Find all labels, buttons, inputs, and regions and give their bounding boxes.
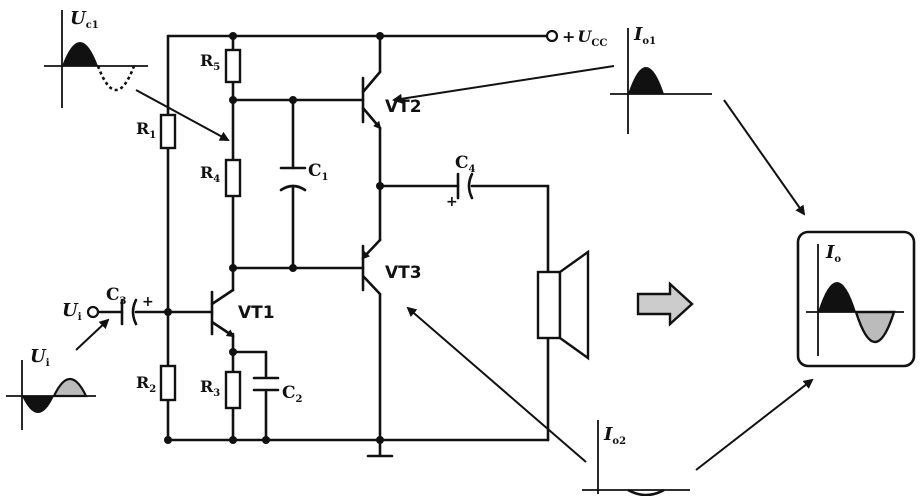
resistor-r3 bbox=[224, 370, 242, 410]
resistor-r1 bbox=[159, 113, 177, 150]
transistor-vt1 bbox=[210, 288, 235, 338]
waveform-uc1: Uc1 bbox=[44, 8, 148, 108]
label-c2: C2 bbox=[282, 383, 303, 405]
waveform-ui: Ui bbox=[6, 346, 96, 430]
block-arrow bbox=[636, 281, 694, 327]
svg-text:+: + bbox=[446, 194, 458, 210]
resistor-r2 bbox=[159, 364, 177, 402]
label-c3: C3 bbox=[106, 285, 127, 307]
label-c4: C4 bbox=[455, 153, 476, 175]
label-r5: R5 bbox=[200, 51, 220, 73]
capacitor-c3: + bbox=[120, 294, 154, 326]
label-r4: R4 bbox=[200, 163, 220, 185]
capacitor-c2 bbox=[252, 376, 280, 392]
label-vt2: VT2 bbox=[385, 97, 422, 117]
svg-text:Uc1: Uc1 bbox=[70, 8, 99, 31]
resistor-r5 bbox=[224, 48, 242, 84]
svg-text:Io1: Io1 bbox=[633, 24, 656, 47]
label-vt3: VT3 bbox=[385, 263, 422, 283]
label-vt1: VT1 bbox=[238, 303, 275, 323]
supply-terminal bbox=[545, 29, 559, 43]
waveform-io1: Io1 bbox=[610, 24, 712, 134]
annotation-arrows bbox=[75, 65, 814, 471]
label-c1: C1 bbox=[308, 161, 329, 183]
svg-text:+: + bbox=[142, 294, 154, 310]
label-r3: R3 bbox=[200, 377, 220, 399]
transistor-vt3 bbox=[361, 238, 382, 296]
svg-text:Io: Io bbox=[825, 242, 841, 265]
transistor-vt2 bbox=[361, 70, 382, 130]
svg-text:Io2: Io2 bbox=[603, 424, 626, 447]
capacitor-c1 bbox=[279, 166, 307, 192]
resistor-r4 bbox=[224, 158, 242, 198]
label-supply: +UCC bbox=[562, 27, 607, 49]
label-input-node: Ui bbox=[62, 300, 82, 323]
waveform-io-panel: Io bbox=[796, 230, 916, 368]
input-terminal bbox=[86, 305, 100, 319]
label-r1: R1 bbox=[136, 119, 156, 141]
junction-dots bbox=[164, 32, 384, 444]
waveform-io2: Io2 bbox=[582, 420, 690, 496]
capacitor-c4: + bbox=[446, 172, 474, 210]
speaker bbox=[536, 249, 590, 361]
label-r2: R2 bbox=[136, 373, 156, 395]
svg-text:Ui: Ui bbox=[30, 346, 50, 369]
